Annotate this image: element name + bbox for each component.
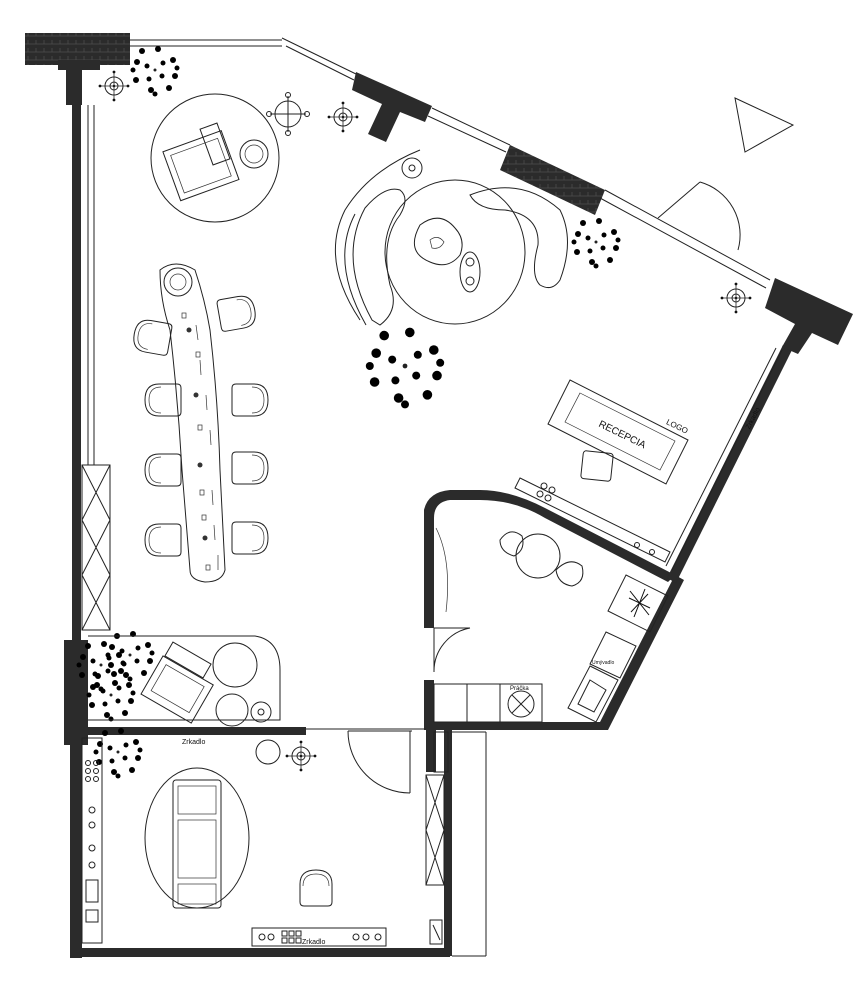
right-wardrobe [425,774,445,945]
bottom-counter [251,927,387,947]
lounge-area [150,92,310,223]
staff-door [433,627,471,673]
plant-icon [130,46,180,97]
reception-label: RECEPCIA [597,419,648,451]
sink-unit [567,665,619,723]
fridge [589,631,637,679]
left-shelf [81,737,103,944]
bar-chair [130,317,174,357]
ceiling-light-icon [720,282,752,314]
storage-shelves [433,683,501,723]
reception-desk: RECEPCIA LOGO [547,379,690,485]
ceiling-light-icon [98,70,130,102]
ceiling-light-icon [285,740,317,772]
triangle-icon [734,97,795,153]
stool [299,869,333,907]
dining-table [499,531,584,587]
umyvadlo-label: Umývadlo [592,660,614,666]
treatment-bed [144,767,250,909]
bar-counter [159,263,226,583]
bar-chair [231,521,269,555]
kitchen-counter [514,477,671,563]
bar-chair [144,453,182,487]
pracka-label: Práčka [510,686,529,692]
plant-icon [93,728,143,779]
snowflake-icon [628,588,651,618]
column-right [765,278,853,354]
window-lines [87,37,783,571]
center-seating [334,149,568,326]
column-top-left [25,33,130,65]
corridor [433,731,487,957]
column-upper [352,72,432,142]
armchair [162,122,240,202]
entrance-door [657,181,741,251]
ceiling-light-icon [327,101,359,133]
freezer [607,574,669,633]
plant-icon-large [365,327,445,409]
washing-machine [499,683,543,723]
bar-chair [215,293,259,333]
bar-chair [144,523,182,557]
plant-icon [571,218,621,269]
column-brick-mid [500,145,605,215]
waiting-area [88,635,281,727]
room-door [306,728,426,794]
walls [25,33,853,958]
bar-chair [231,383,269,417]
left-cabinet [81,464,111,631]
logo-label: LOGO [665,417,690,435]
zrkadlo-label-mid: Zrkadlo [182,739,205,746]
small-table-stools [266,92,310,136]
bar-chair [231,451,269,485]
zrkadlo-label-bottom: Zrkadlo [302,939,325,946]
